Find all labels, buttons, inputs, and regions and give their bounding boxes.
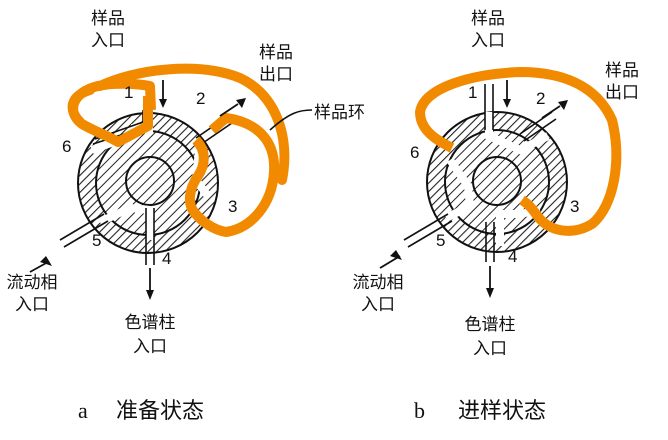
loop-label: 样品环: [314, 103, 365, 123]
panel-b: 1 2 3 4 5 6 样品 入口 样品 出口 流动相 入口 色谱柱 入口 b …: [353, 9, 640, 424]
mobile-in-label-a-2: 入口: [15, 295, 49, 315]
panel-a: 1 2 3 4 5 6 样品 入口 样品 出口 样品环 流动相 入口 色谱柱 入…: [7, 9, 366, 424]
panel-state-b: 进样状态: [458, 399, 546, 424]
panel-state-a: 准备状态: [116, 399, 204, 424]
sample-loop-a-inner: [67, 85, 95, 127]
sample-loop-a-outer: [95, 63, 290, 185]
sample-out-label-b-1: 样品: [605, 61, 639, 81]
arrow-sample-out-b: [541, 100, 568, 119]
column-label-b-2: 入口: [473, 339, 507, 359]
sample-out-label-a-2: 出口: [259, 65, 293, 85]
leader-loop-a: [269, 109, 313, 131]
sample-in-label-a-2: 入口: [91, 31, 125, 51]
arrow-mobile-in-b: [379, 250, 402, 269]
sample-out-label-a-1: 样品: [259, 43, 293, 63]
groove-1-2-b: [485, 112, 550, 155]
port-1-a: 1: [124, 83, 133, 102]
port-4-b: 4: [508, 247, 517, 266]
valve-center-a: [125, 156, 175, 206]
port-2-b: 2: [536, 89, 545, 108]
port-2-a: 2: [196, 89, 205, 108]
port-1-b: 1: [468, 83, 477, 102]
sample-in-label-b-1: 样品: [471, 9, 505, 29]
arrow-column-b: [486, 266, 494, 298]
panel-letter-b: b: [414, 398, 425, 423]
arrow-sample-out-a: [219, 98, 246, 117]
port-3-a: 3: [228, 197, 237, 216]
column-label-b-1: 色谱柱: [465, 315, 516, 335]
valve-center-b: [472, 156, 522, 206]
tube-port-5-a: [59, 213, 109, 248]
port-5-a: 5: [92, 231, 101, 250]
tube-port-5-b: [403, 213, 453, 248]
port-6-a: 6: [62, 137, 71, 156]
port-5-b: 5: [436, 231, 445, 250]
arrow-mobile-in-a: [29, 256, 52, 273]
port-4-a: 4: [162, 249, 171, 268]
tube-port-1-b: [484, 84, 494, 130]
arrow-sample-in-a: [159, 80, 167, 108]
column-label-a-2: 入口: [133, 337, 167, 357]
port-3-b: 3: [570, 197, 579, 216]
arrow-column-a: [146, 268, 154, 300]
tube-port-4-a: [145, 208, 155, 265]
sample-in-label-b-2: 入口: [471, 31, 505, 51]
arrow-sample-in-b: [503, 80, 511, 108]
sample-out-label-b-2: 出口: [605, 83, 639, 103]
sample-in-label-a-1: 样品: [91, 9, 125, 29]
panel-letter-a: a: [78, 398, 88, 423]
tube-port-4-b: [485, 222, 495, 262]
groove-5-6-b: [444, 157, 475, 222]
groove-4-5-a: [98, 203, 154, 240]
sample-loop-b: [415, 67, 622, 236]
mobile-in-label-a-1: 流动相: [7, 273, 58, 293]
column-label-a-1: 色谱柱: [125, 313, 176, 333]
port-6-b: 6: [410, 143, 419, 162]
mobile-in-label-b-2: 入口: [361, 295, 395, 315]
mobile-in-label-b-1: 流动相: [353, 273, 404, 293]
